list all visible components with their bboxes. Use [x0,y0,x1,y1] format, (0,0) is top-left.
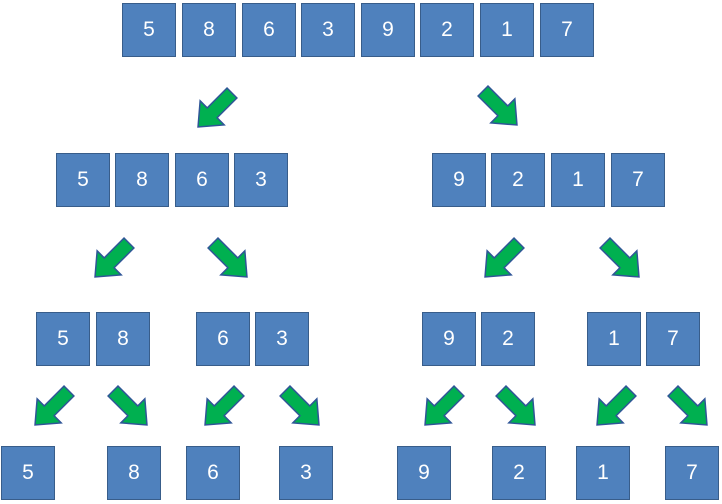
level0-cell: 3 [301,3,355,57]
level2-cell: 3 [255,312,309,366]
level2-cell: 1 [587,312,641,366]
level0-cell: 5 [122,3,176,57]
down-right-arrow-icon [488,378,548,438]
down-right-arrow-icon [592,230,652,290]
level2-cell: 9 [422,312,476,366]
level1-cell: 3 [234,153,288,207]
level3-cell: 6 [186,446,240,500]
level2-cell: 5 [36,312,90,366]
down-left-arrow-icon [82,230,142,290]
level3-cell: 1 [576,446,630,500]
down-right-arrow-icon [660,378,720,438]
level2-cell: 7 [646,312,700,366]
level2-cell: 8 [96,312,150,366]
down-right-arrow-icon [200,230,260,290]
level1-cell: 8 [115,153,169,207]
level3-cell: 3 [279,446,333,500]
level0-cell: 8 [182,3,236,57]
level3-cell: 5 [1,446,55,500]
level0-cell: 9 [361,3,415,57]
down-left-arrow-icon [185,80,245,140]
level1-cell: 9 [432,153,486,207]
level1-cell: 7 [611,153,665,207]
level3-cell: 9 [397,446,451,500]
down-left-arrow-icon [412,378,472,438]
level3-cell: 8 [107,446,161,500]
level0-cell: 7 [540,3,594,57]
level0-cell: 6 [242,3,296,57]
down-left-arrow-icon [22,378,82,438]
level1-cell: 2 [491,153,545,207]
level2-cell: 6 [196,312,250,366]
down-right-arrow-icon [470,78,530,138]
down-left-arrow-icon [192,378,252,438]
level3-cell: 7 [665,446,719,500]
level3-cell: 2 [492,446,546,500]
level1-cell: 6 [175,153,229,207]
down-left-arrow-icon [584,378,644,438]
level0-cell: 1 [480,3,534,57]
down-right-arrow-icon [100,378,160,438]
level0-cell: 2 [420,3,474,57]
down-right-arrow-icon [272,378,332,438]
level1-cell: 1 [551,153,605,207]
down-left-arrow-icon [472,230,532,290]
level2-cell: 2 [481,312,535,366]
level1-cell: 5 [56,153,110,207]
